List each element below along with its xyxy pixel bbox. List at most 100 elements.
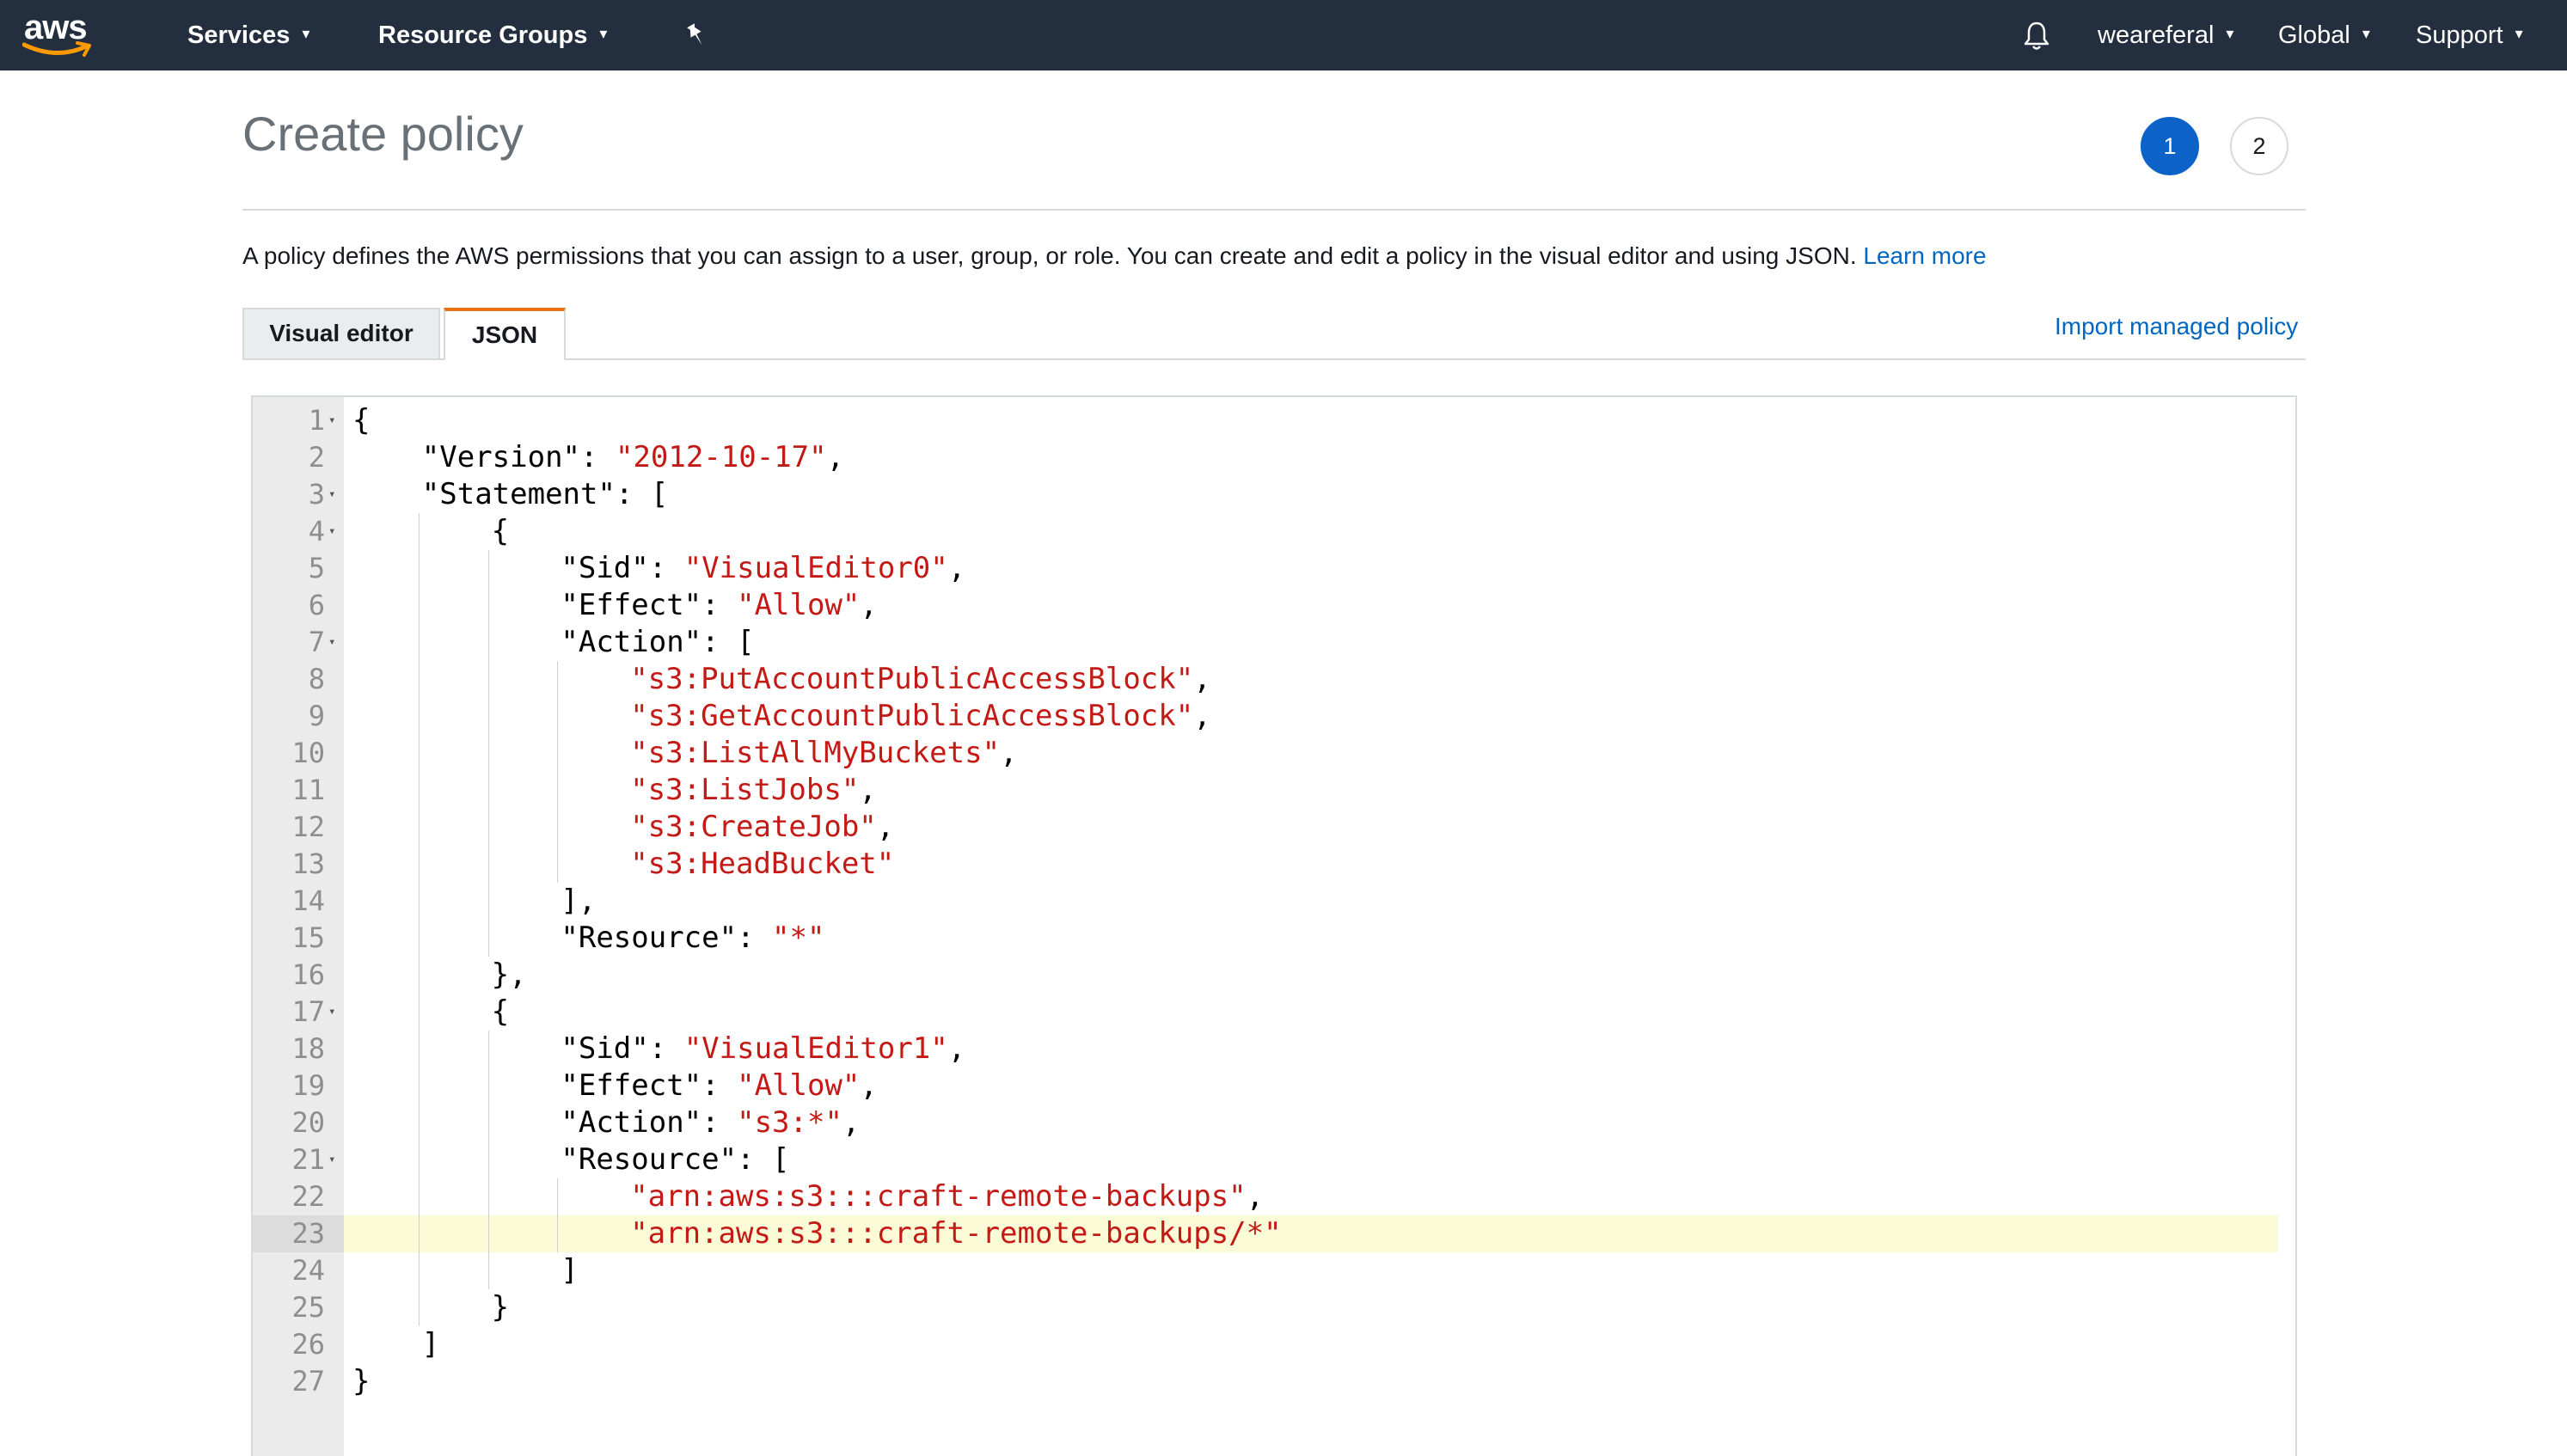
line-number: 4: [308, 515, 325, 548]
account-menu[interactable]: weareferal ▾: [2098, 0, 2233, 70]
code-line[interactable]: 1▾{: [253, 402, 2295, 439]
code-line[interactable]: 14],: [253, 883, 2295, 920]
fold-toggle-icon[interactable]: ▾: [328, 524, 336, 538]
chevron-down-icon: ▾: [2515, 25, 2523, 43]
json-token: ,: [1193, 699, 1211, 733]
json-token: "Resource": [: [561, 1142, 790, 1177]
fold-toggle-icon[interactable]: ▾: [328, 1005, 336, 1019]
tab-json[interactable]: JSON: [444, 308, 566, 359]
code-text: "s3:PutAccountPublicAccessBlock",: [630, 661, 1211, 698]
indent-guide: [418, 513, 420, 1326]
json-string: "s3:*": [737, 1105, 842, 1140]
code-line[interactable]: 18"Sid": "VisualEditor1",: [253, 1031, 2295, 1068]
code-text: "s3:ListJobs",: [630, 772, 877, 809]
line-number: 25: [291, 1291, 325, 1324]
header-divider: [242, 209, 2306, 211]
code-text: ]: [422, 1326, 439, 1363]
chevron-down-icon: ▾: [302, 25, 310, 43]
json-token: }: [491, 1290, 510, 1324]
json-token: "Sid":: [561, 551, 684, 585]
pin-icon[interactable]: [684, 22, 708, 48]
code-line[interactable]: 23 "arn:aws:s3:::craft-remote-backups/*": [253, 1215, 2295, 1252]
json-string: "Allow": [737, 1068, 861, 1103]
json-string: "*": [772, 921, 825, 955]
code-line[interactable]: 9"s3:GetAccountPublicAccessBlock",: [253, 698, 2295, 735]
learn-more-link[interactable]: Learn more: [1863, 242, 1987, 269]
json-token: "Action": [: [561, 625, 755, 659]
resource-groups-label: Resource Groups: [378, 21, 588, 49]
code-line[interactable]: 21▾"Resource": [: [253, 1141, 2295, 1178]
code-line[interactable]: 6 "Effect": "Allow",: [253, 587, 2295, 624]
json-string: "Allow": [737, 588, 861, 622]
code-line[interactable]: 4▾ {: [253, 513, 2295, 550]
account-label: weareferal: [2098, 21, 2215, 49]
code-line[interactable]: 16},: [253, 957, 2295, 994]
indent-guide: [557, 1178, 559, 1252]
line-number: 13: [291, 847, 325, 880]
line-number: 15: [291, 921, 325, 954]
code-line[interactable]: 10 "s3:ListAllMyBuckets",: [253, 735, 2295, 772]
code-line[interactable]: 2"Version": "2012-10-17",: [253, 439, 2295, 476]
json-string: "s3:HeadBucket": [630, 847, 895, 881]
code-line[interactable]: 13 "s3:HeadBucket": [253, 846, 2295, 883]
code-text: "Sid": "VisualEditor0",: [561, 550, 965, 587]
line-number: 6: [308, 589, 325, 621]
code-line[interactable]: 5 "Sid": "VisualEditor0",: [253, 550, 2295, 587]
line-number: 8: [308, 663, 325, 695]
fold-toggle-icon[interactable]: ▾: [328, 635, 336, 649]
code-text: ],: [561, 883, 596, 920]
json-editor[interactable]: 1▾{2"Version": "2012-10-17",3▾"Statement…: [251, 395, 2297, 1456]
code-line[interactable]: 7▾ "Action": [: [253, 624, 2295, 661]
bell-icon[interactable]: [2022, 21, 2051, 52]
fold-toggle-icon[interactable]: ▾: [328, 413, 336, 427]
fold-toggle-icon[interactable]: ▾: [328, 487, 336, 501]
code-line[interactable]: 12"s3:CreateJob",: [253, 809, 2295, 846]
line-number: 10: [291, 737, 325, 769]
code-line[interactable]: 3▾"Statement": [: [253, 476, 2295, 513]
line-number: 16: [291, 958, 325, 991]
line-number: 11: [291, 774, 325, 806]
code-line[interactable]: 20"Action": "s3:*",: [253, 1104, 2295, 1141]
code-text: "arn:aws:s3:::craft-remote-backups/*": [630, 1215, 1281, 1252]
code-line[interactable]: 26]: [253, 1326, 2295, 1363]
code-text: "s3:GetAccountPublicAccessBlock",: [630, 698, 1211, 735]
json-string: "s3:ListJobs": [630, 773, 860, 807]
code-line[interactable]: 17▾{: [253, 994, 2295, 1031]
code-text: "Statement": [: [422, 476, 669, 513]
import-managed-policy-link[interactable]: Import managed policy: [2055, 313, 2299, 340]
code-line[interactable]: 11 "s3:ListJobs",: [253, 772, 2295, 809]
resource-groups-menu[interactable]: Resource Groups▾: [378, 0, 607, 70]
tab-visual-editor[interactable]: Visual editor: [242, 308, 440, 359]
description-text: A policy defines the AWS permissions tha…: [242, 242, 1857, 269]
region-menu[interactable]: Global▾: [2278, 0, 2370, 70]
active-tab-gap: [445, 358, 564, 361]
code-text: {: [492, 513, 509, 550]
json-token: },: [491, 957, 527, 992]
services-menu[interactable]: Services▾: [187, 0, 309, 70]
code-line[interactable]: 25}: [253, 1289, 2295, 1326]
code-line[interactable]: 24]: [253, 1252, 2295, 1289]
code-line[interactable]: 27}: [253, 1363, 2295, 1400]
code-line[interactable]: 22"arn:aws:s3:::craft-remote-backups",: [253, 1178, 2295, 1215]
line-number: 23: [291, 1217, 325, 1250]
code-text: "Effect": "Allow",: [561, 587, 877, 624]
json-token: ]: [421, 1327, 440, 1361]
support-menu[interactable]: Support▾: [2416, 0, 2523, 70]
code-line[interactable]: 19"Effect": "Allow",: [253, 1068, 2295, 1104]
line-number-gutter: [253, 397, 344, 1456]
code-line[interactable]: 15"Resource": "*": [253, 920, 2295, 957]
policy-description: A policy defines the AWS permissions tha…: [242, 241, 1987, 272]
json-string: "s3:ListAllMyBuckets": [630, 736, 1001, 770]
line-number: 1: [308, 404, 325, 437]
indent-guide: [557, 661, 559, 883]
line-number: 5: [308, 552, 325, 584]
json-token: ],: [561, 884, 597, 918]
fold-toggle-icon[interactable]: ▾: [328, 1153, 336, 1166]
code-line[interactable]: 8 "s3:PutAccountPublicAccessBlock",: [253, 661, 2295, 698]
chevron-down-icon: ▾: [2226, 25, 2234, 43]
line-number: 7: [308, 626, 325, 658]
json-token: ,: [1193, 662, 1211, 696]
code-text: "s3:ListAllMyBuckets",: [630, 735, 1017, 772]
json-token: ,: [859, 773, 877, 807]
aws-logo[interactable]: aws: [22, 9, 98, 60]
